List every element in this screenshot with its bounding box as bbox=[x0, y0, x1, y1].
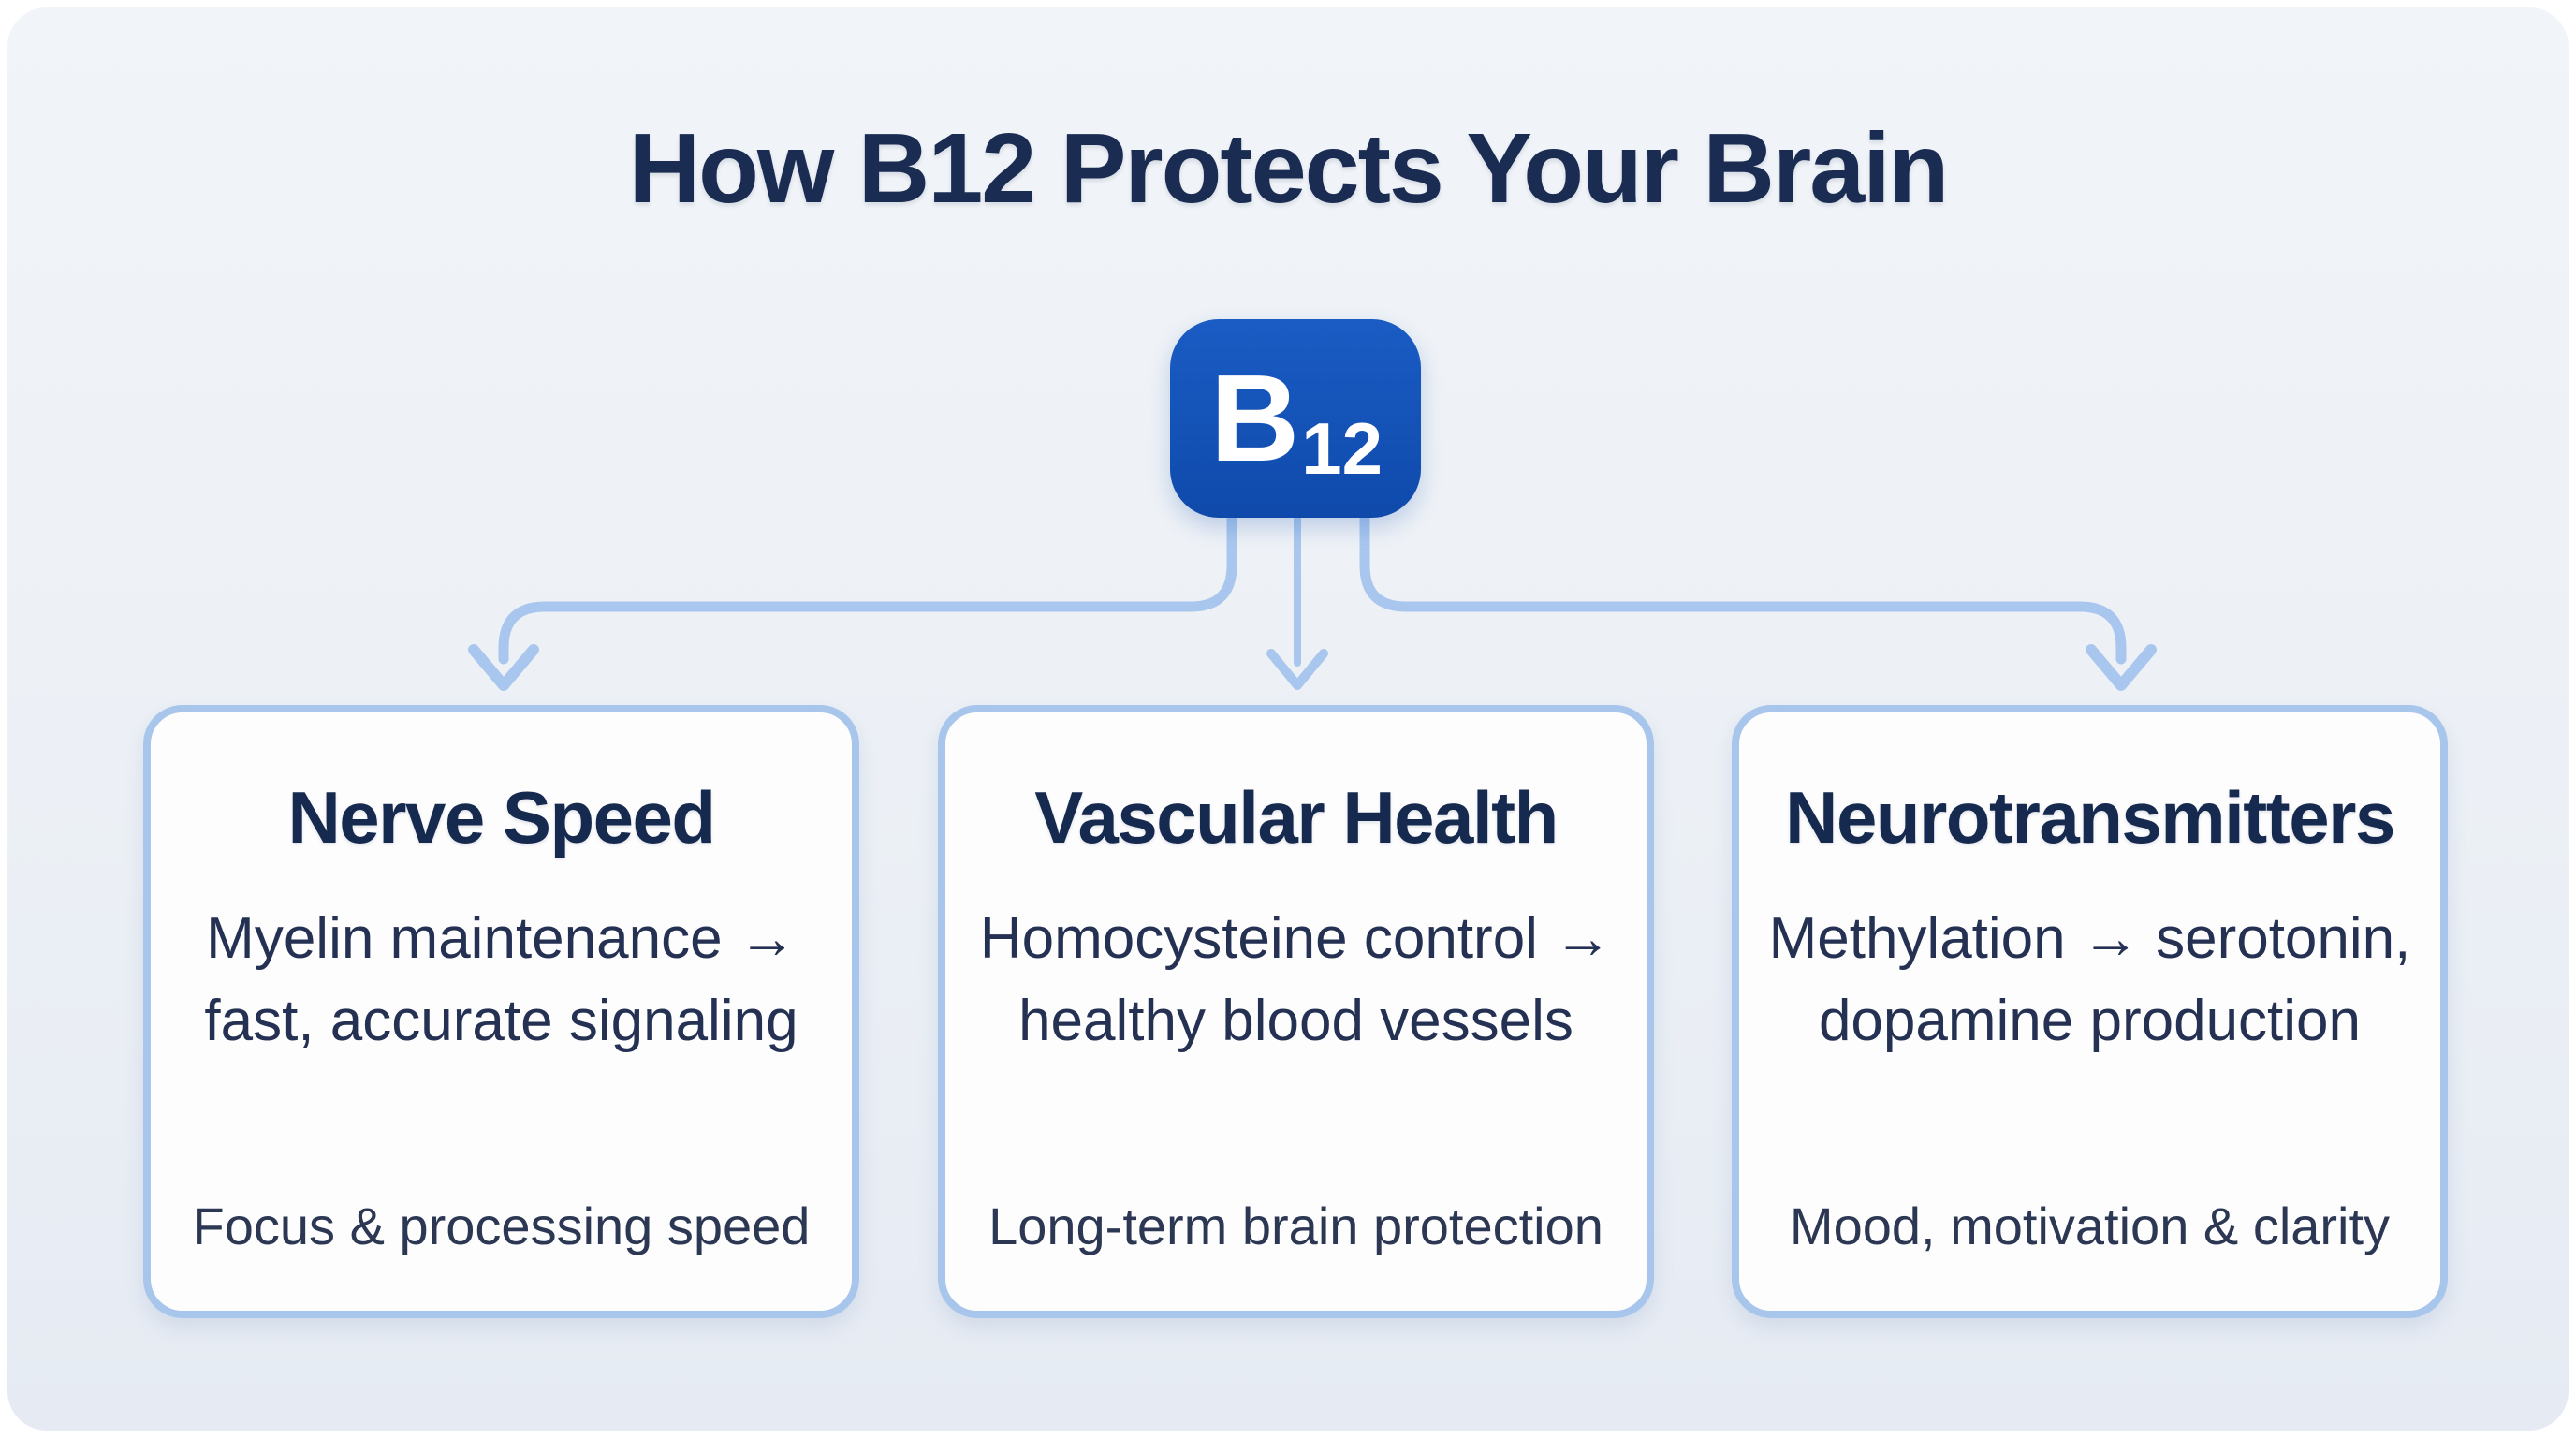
card-body-line: fast, accurate signaling bbox=[204, 988, 798, 1053]
card-heading: Nerve Speed bbox=[287, 776, 716, 858]
connector-right-line bbox=[1359, 511, 2127, 665]
arrow-down-icon bbox=[1266, 649, 1328, 690]
card-heading: Neurotransmitters bbox=[1785, 776, 2395, 858]
page-title: How B12 Protects Your Brain bbox=[628, 113, 1950, 224]
card-body-line: Homocysteine control → bbox=[979, 905, 1613, 971]
card-footer: Long-term brain protection bbox=[988, 1196, 1603, 1255]
b12-letter: B bbox=[1209, 349, 1300, 487]
card-heading: Vascular Health bbox=[1034, 776, 1559, 858]
card-footer: Focus & processing speed bbox=[192, 1196, 811, 1255]
b12-subscript: 12 bbox=[1301, 407, 1383, 490]
card-vascular-health: Vascular Health Homocysteine control → h… bbox=[938, 705, 1654, 1318]
card-body: Methylation → serotonin, dopamine produc… bbox=[1769, 898, 2411, 1063]
arrow-down-icon bbox=[2086, 644, 2157, 691]
card-body-line: healthy blood vessels bbox=[1018, 988, 1573, 1053]
connector-left-line bbox=[498, 511, 1237, 665]
card-footer: Mood, motivation & clarity bbox=[1789, 1196, 2391, 1255]
card-neurotransmitters: Neurotransmitters Methylation → serotoni… bbox=[1732, 705, 2448, 1318]
card-body: Myelin maintenance → fast, accurate sign… bbox=[204, 898, 798, 1063]
card-body: Homocysteine control → healthy blood ves… bbox=[980, 898, 1612, 1063]
card-nerve-speed: Nerve Speed Myelin maintenance → fast, a… bbox=[143, 705, 859, 1318]
arrow-down-icon bbox=[468, 644, 539, 691]
card-body-line: Myelin maintenance → bbox=[206, 905, 797, 971]
card-body-line: dopamine production bbox=[1818, 988, 2362, 1053]
card-body-line: Methylation → serotonin, bbox=[1768, 905, 2411, 971]
